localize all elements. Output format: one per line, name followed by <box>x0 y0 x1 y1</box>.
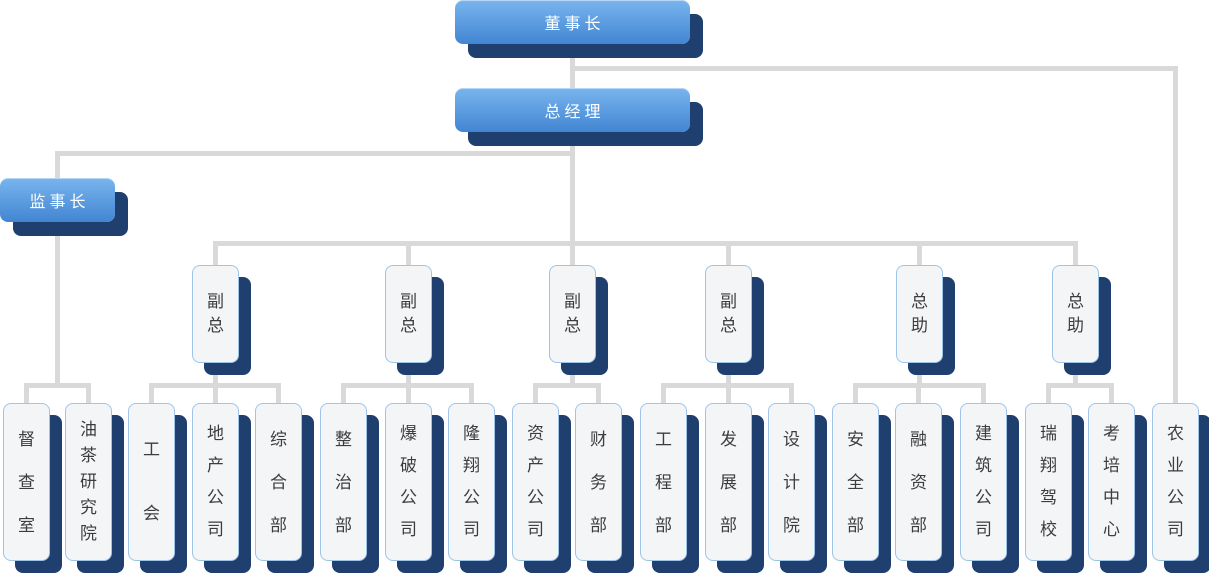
org-node-vp2: 副总 <box>385 265 432 363</box>
org-node-label: 资产公司 <box>527 424 544 539</box>
org-node-assistant1: 总助 <box>896 265 943 363</box>
org-node-label: 爆破公司 <box>400 424 417 539</box>
org-node-label: 副总 <box>720 292 737 335</box>
org-node-dept-safety: 安全部 <box>832 403 879 561</box>
org-node-dept-general-affairs: 综合部 <box>255 403 302 561</box>
connector-segment <box>570 66 1178 71</box>
org-node-label: 综合部 <box>270 429 287 535</box>
org-node-label: 董事长 <box>544 16 605 33</box>
connector-segment <box>341 383 346 403</box>
connector-segment <box>149 383 154 403</box>
org-node-dept-blasting: 爆破公司 <box>385 403 432 561</box>
connector-segment <box>570 363 575 388</box>
org-node-dept-camellia-institute: 油茶研究院 <box>65 403 112 561</box>
org-node-label: 整治部 <box>335 429 352 535</box>
org-node-label: 融资部 <box>910 429 927 535</box>
connector-segment <box>789 383 794 403</box>
org-node-label: 考培中心 <box>1103 424 1120 539</box>
org-node-label: 工会 <box>143 440 160 523</box>
org-node-dept-exam-training-center: 考培中心 <box>1088 403 1135 561</box>
org-node-label: 总助 <box>911 292 928 335</box>
connector-segment <box>853 383 858 403</box>
org-node-label: 安全部 <box>847 429 864 535</box>
connector-segment <box>406 363 411 388</box>
org-node-label: 督查室 <box>18 429 35 535</box>
org-node-dept-construction: 建筑公司 <box>960 403 1007 561</box>
org-node-vp3: 副总 <box>549 265 596 363</box>
org-node-dept-agriculture: 农业公司 <box>1152 403 1199 561</box>
connector-segment <box>86 383 91 403</box>
connector-segment <box>661 383 666 403</box>
connector-segment <box>276 383 281 403</box>
org-node-dept-supervision-office: 督查室 <box>3 403 50 561</box>
org-node-dept-longxiang: 隆翔公司 <box>448 403 495 561</box>
connector-segment <box>55 151 575 156</box>
org-node-label: 设计院 <box>783 429 800 535</box>
org-node-dept-ruixiang-driving-school: 瑞翔驾校 <box>1025 403 1072 561</box>
connector-segment <box>55 222 60 388</box>
org-node-label: 总经理 <box>544 104 605 121</box>
connector-segment <box>916 383 921 403</box>
org-node-label: 地产公司 <box>207 424 224 539</box>
connector-segment <box>726 383 731 403</box>
org-node-label: 总助 <box>1067 292 1084 335</box>
org-node-dept-real-estate: 地产公司 <box>192 403 239 561</box>
org-node-supervisor-chief: 监事长 <box>0 178 115 222</box>
org-node-label: 副总 <box>564 292 581 335</box>
connector-segment <box>213 241 1078 246</box>
connector-segment <box>1109 383 1114 403</box>
org-node-chairman: 董事长 <box>455 0 690 44</box>
connector-segment <box>406 383 411 403</box>
connector-segment <box>213 383 218 403</box>
org-node-dept-renovation: 整治部 <box>320 403 367 561</box>
connector-segment <box>406 241 411 265</box>
connector-segment <box>917 363 922 388</box>
org-node-label: 副总 <box>207 292 224 335</box>
connector-segment <box>213 241 218 265</box>
org-node-vp4: 副总 <box>705 265 752 363</box>
connector-segment <box>726 363 731 388</box>
connector-segment <box>726 241 731 265</box>
connector-segment <box>533 383 538 403</box>
connector-segment <box>1073 363 1078 388</box>
org-node-dept-labor-union: 工会 <box>128 403 175 561</box>
connector-segment <box>533 383 601 388</box>
connector-segment <box>24 383 91 388</box>
connector-segment <box>24 383 29 403</box>
org-node-label: 工程部 <box>655 429 672 535</box>
org-node-label: 瑞翔驾校 <box>1040 424 1057 539</box>
connector-segment <box>570 241 575 265</box>
org-node-label: 发展部 <box>720 429 737 535</box>
org-node-label: 隆翔公司 <box>463 424 480 539</box>
connector-segment <box>1173 66 1178 403</box>
org-node-label: 农业公司 <box>1167 424 1184 539</box>
org-node-dept-design-institute: 设计院 <box>768 403 815 561</box>
org-node-dept-assets: 资产公司 <box>512 403 559 561</box>
connector-segment <box>1046 383 1051 403</box>
connector-segment <box>570 132 575 246</box>
org-node-dept-development: 发展部 <box>705 403 752 561</box>
connector-segment <box>1046 383 1114 388</box>
org-node-label: 副总 <box>400 292 417 335</box>
org-node-dept-finance: 财务部 <box>575 403 622 561</box>
org-node-dept-financing: 融资部 <box>895 403 942 561</box>
connector-segment <box>55 151 60 178</box>
org-node-label: 财务部 <box>590 429 607 535</box>
org-node-dept-engineering: 工程部 <box>640 403 687 561</box>
connector-segment <box>596 383 601 403</box>
org-node-assistant2: 总助 <box>1052 265 1099 363</box>
connector-segment <box>917 241 922 265</box>
org-node-label: 建筑公司 <box>975 424 992 539</box>
org-node-label: 油茶研究院 <box>80 420 97 543</box>
connector-segment <box>981 383 986 403</box>
connector-segment <box>213 363 218 388</box>
connector-segment <box>1073 241 1078 265</box>
org-node-label: 监事长 <box>29 194 90 211</box>
org-node-general-manager: 总经理 <box>455 88 690 132</box>
connector-segment <box>469 383 474 403</box>
org-node-vp1: 副总 <box>192 265 239 363</box>
